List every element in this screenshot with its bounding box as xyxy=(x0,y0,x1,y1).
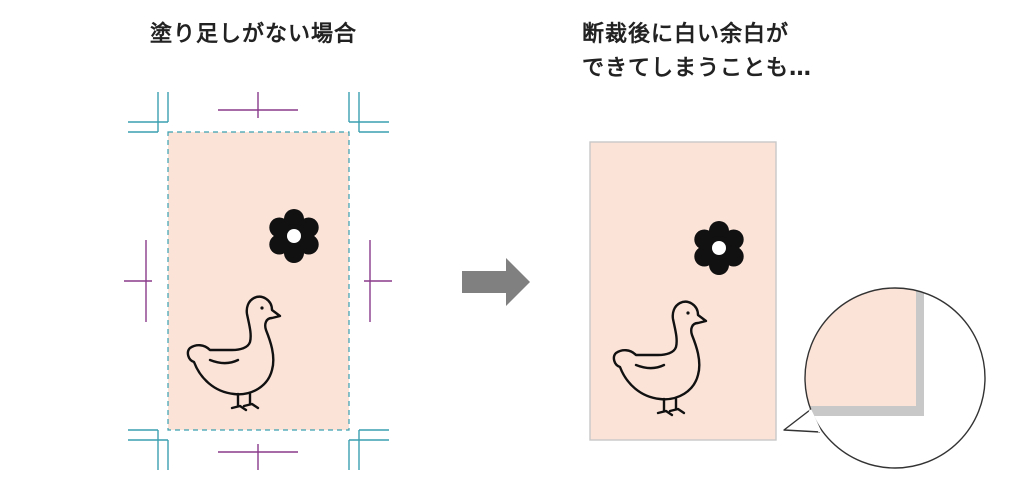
crop-marks xyxy=(128,92,389,470)
left-bleed-diagram xyxy=(124,92,392,470)
white-margin-shadow xyxy=(916,288,924,416)
right-trimmed-diagram xyxy=(589,141,777,441)
left-paper xyxy=(168,132,349,430)
zoom-callout xyxy=(783,287,986,469)
left-panel-title: 塗り足しがない場合 xyxy=(150,22,358,47)
right-title-line-1: 断裁後に白い余白が xyxy=(582,22,790,47)
right-panel-title: 断裁後に白い余白が できてしまうことも… xyxy=(582,18,812,86)
right-arrow-icon xyxy=(462,258,530,306)
right-paper xyxy=(589,141,777,441)
center-marks xyxy=(124,92,392,470)
trim-line-dashed xyxy=(167,131,350,431)
right-title-line-2: できてしまうことも… xyxy=(582,56,813,81)
